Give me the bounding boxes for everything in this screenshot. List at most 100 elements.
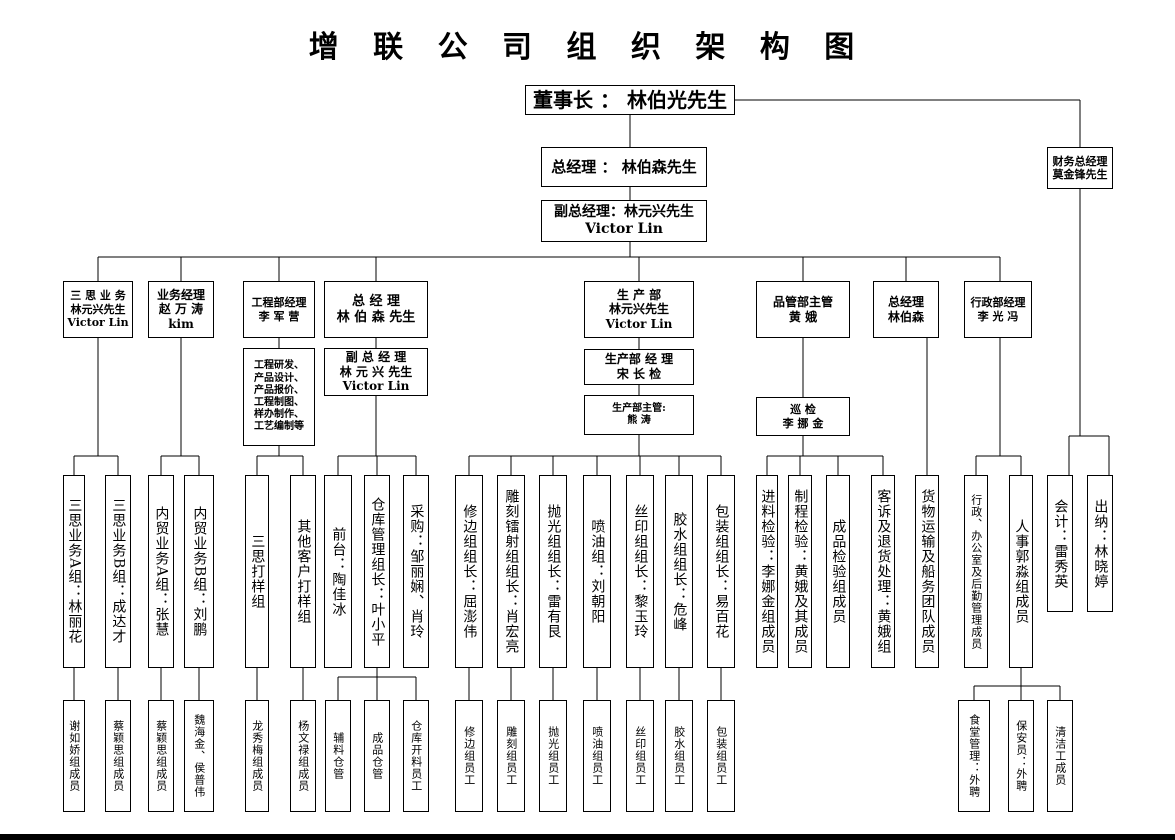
node-label: 仓库开料员工 <box>409 720 423 792</box>
node-domestic-a: 内贸业务A组：张慧 <box>148 475 174 668</box>
node-label: 包装组组长：易百花 <box>713 504 730 639</box>
node-label: 雕刻组员工 <box>504 726 518 786</box>
node-label: 丝印组组长：黎玉玲 <box>632 504 649 639</box>
node-aux-storage: 辅料仓管 <box>325 700 351 812</box>
node-purchasing: 采购：邹丽娴、肖玲 <box>403 475 429 668</box>
node-label: 抛光组组长：雷有艮 <box>545 504 562 639</box>
node-label: 蔡颖思组成员 <box>154 720 168 792</box>
node-label: 修边组员工 <box>462 726 476 786</box>
node-packing-staff: 包装组员工 <box>707 700 735 812</box>
node-shipping: 货物运输及船务团队成员 <box>915 475 939 668</box>
node-label: 保安员：外聘 <box>1014 720 1028 792</box>
node-finished-inspection: 成品检验组成员 <box>826 475 850 668</box>
node-label: 三思业务A组：林丽花 <box>66 498 83 645</box>
node-label: 丝印组员工 <box>633 726 647 786</box>
node-printing-lead: 丝印组组长：黎玉玲 <box>626 475 654 668</box>
node-finance-gm: 财务总经理 莫金锋先生 <box>1047 147 1113 189</box>
node-label: 行政部经理 李 光 冯 <box>970 296 1026 323</box>
node-label: 清洁工成员 <box>1053 726 1067 786</box>
node-label: 总经理 林伯森 <box>887 294 924 324</box>
node-label: 成品检验组成员 <box>830 519 847 624</box>
node-label: 食堂管理：外聘 <box>967 714 981 798</box>
node-engineering-tasks: 工程研发、 产品设计、 产品报价、 工程制图、 样办制作、 工艺编制等 <box>243 348 315 446</box>
node-sansi-b-members: 蔡颖思组成员 <box>105 700 131 812</box>
node-label: 修边组组长：屈澎伟 <box>461 504 478 639</box>
node-qc-supervisor: 品管部主管 黄 娥 <box>756 281 850 338</box>
node-label: 货物运输及船务团队成员 <box>919 489 936 654</box>
node-gm-top: 总经理 ： 林伯森先生 <box>541 147 707 187</box>
node-label: 制程检验：黄娥及其成员 <box>792 489 809 654</box>
node-sansi-a-members: 谢如娇组成员 <box>63 700 85 812</box>
node-admin-manager: 行政部经理 李 光 冯 <box>964 281 1032 338</box>
node-printing-staff: 丝印组员工 <box>626 700 654 812</box>
node-label: 喷油组员工 <box>590 726 604 786</box>
node-polishing-lead: 抛光组组长：雷有艮 <box>539 475 567 668</box>
page-title: 增 联 公 司 组 织 架 构 图 <box>308 30 867 65</box>
node-canteen: 食堂管理：外聘 <box>958 700 990 812</box>
node-label: 三 思 业 务 林元兴先生 Victor Lin <box>67 289 129 330</box>
node-production-dept: 生 产 部 林元兴先生 Victor Lin <box>584 281 694 338</box>
node-label: 工程部经理 李 军 营 <box>251 296 307 323</box>
node-label: 三思打样组 <box>249 534 266 609</box>
node-admin-office: 行政、办公室及后勤管理成员 <box>964 475 988 668</box>
node-label: 仓库管理组长：叶小平 <box>369 496 386 647</box>
node-label: 行政、办公室及后勤管理成员 <box>969 493 983 650</box>
node-cleaning: 清洁工成员 <box>1047 700 1073 812</box>
node-engraving-lead: 雕刻镭射组组长：肖宏亮 <box>497 475 525 668</box>
node-label: 财务总经理 莫金锋先生 <box>1052 154 1108 181</box>
node-trimming-staff: 修边组员工 <box>455 700 483 812</box>
node-label: 会计：雷秀英 <box>1052 498 1069 589</box>
node-label: 内贸业务B组：刘鹏 <box>191 505 208 638</box>
node-other-sample-members: 杨文禄组成员 <box>290 700 316 812</box>
node-incoming-inspection: 进料检验：李娜金组成员 <box>756 475 778 668</box>
node-label: 魏海金、侯普伟 <box>192 714 206 798</box>
node-polishing-staff: 抛光组员工 <box>539 700 567 812</box>
node-production-supervisor: 生产部主管: 熊 涛 <box>584 395 694 435</box>
node-finished-storage: 成品仓管 <box>364 700 390 812</box>
node-label: 客诉及退货处理：黄娥组 <box>875 489 892 654</box>
node-warehouse-lead: 仓库管理组长：叶小平 <box>364 475 390 668</box>
node-glue-staff: 胶水组员工 <box>665 700 693 812</box>
node-label: 龙秀梅组成员 <box>250 720 264 792</box>
node-label: 内贸业务A组：张慧 <box>153 505 170 638</box>
node-reception: 前台：陶佳冰 <box>324 475 352 668</box>
node-label: 生 产 部 林元兴先生 Victor Lin <box>605 287 673 331</box>
node-deputy-gm: 副总经理：林元兴先生 Victor Lin <box>541 200 707 242</box>
node-label: 总 经 理 林 伯 森 先生 <box>336 293 416 325</box>
node-label: 总经理 ： 林伯森先生 <box>551 157 697 176</box>
node-label: 品管部主管 黄 娥 <box>772 294 833 324</box>
node-label: 其他客户打样组 <box>295 519 312 624</box>
node-label: 三思业务B组：成达才 <box>110 498 127 645</box>
node-sansi-sample-members: 龙秀梅组成员 <box>245 700 269 812</box>
node-label: 谢如娇组成员 <box>67 720 81 792</box>
node-sansi-sample: 三思打样组 <box>245 475 269 668</box>
node-gm-mid: 总 经 理 林 伯 森 先生 <box>324 281 428 338</box>
node-label: 业务经理 赵 万 涛 kim <box>156 287 205 331</box>
node-security: 保安员：外聘 <box>1008 700 1034 812</box>
node-label: 抛光组员工 <box>546 726 560 786</box>
node-domestic-b: 内贸业务B组：刘鹏 <box>184 475 214 668</box>
node-hr: 人事郭淼组成员 <box>1009 475 1033 668</box>
node-label: 生产部 经 理 宋 长 检 <box>604 352 674 381</box>
node-label: 包装组员工 <box>714 726 728 786</box>
node-spraying-staff: 喷油组员工 <box>583 700 611 812</box>
node-inspection: 巡 检 李 挪 金 <box>756 397 850 436</box>
node-process-inspection: 制程检验：黄娥及其成员 <box>788 475 812 668</box>
node-label: 出纳：林晓婷 <box>1092 498 1109 589</box>
node-trimming-lead: 修边组组长：屈澎伟 <box>455 475 483 668</box>
node-complaints: 客诉及退货处理：黄娥组 <box>871 475 895 668</box>
node-label: 进料检验：李娜金组成员 <box>759 489 776 654</box>
node-label: 生产部主管: 熊 涛 <box>612 402 666 426</box>
node-gm-right: 总经理 林伯森 <box>873 281 939 338</box>
node-label: 副 总 经 理 林 元 兴 先生 Victor Lin <box>339 350 413 394</box>
node-label: 成品仓管 <box>370 732 384 780</box>
node-chairman: 董事长 ： 林伯光先生 <box>525 85 735 115</box>
node-sansi-b: 三思业务B组：成达才 <box>105 475 131 668</box>
node-other-sample: 其他客户打样组 <box>290 475 316 668</box>
node-domestic-a-members: 蔡颖思组成员 <box>148 700 174 812</box>
node-deputy-gm-mid: 副 总 经 理 林 元 兴 先生 Victor Lin <box>324 348 428 396</box>
node-sansi-business: 三 思 业 务 林元兴先生 Victor Lin <box>63 281 133 338</box>
node-business-manager: 业务经理 赵 万 涛 kim <box>148 281 214 338</box>
node-label: 副总经理：林元兴先生 Victor Lin <box>554 203 694 237</box>
node-label: 辅料仓管 <box>331 732 345 780</box>
